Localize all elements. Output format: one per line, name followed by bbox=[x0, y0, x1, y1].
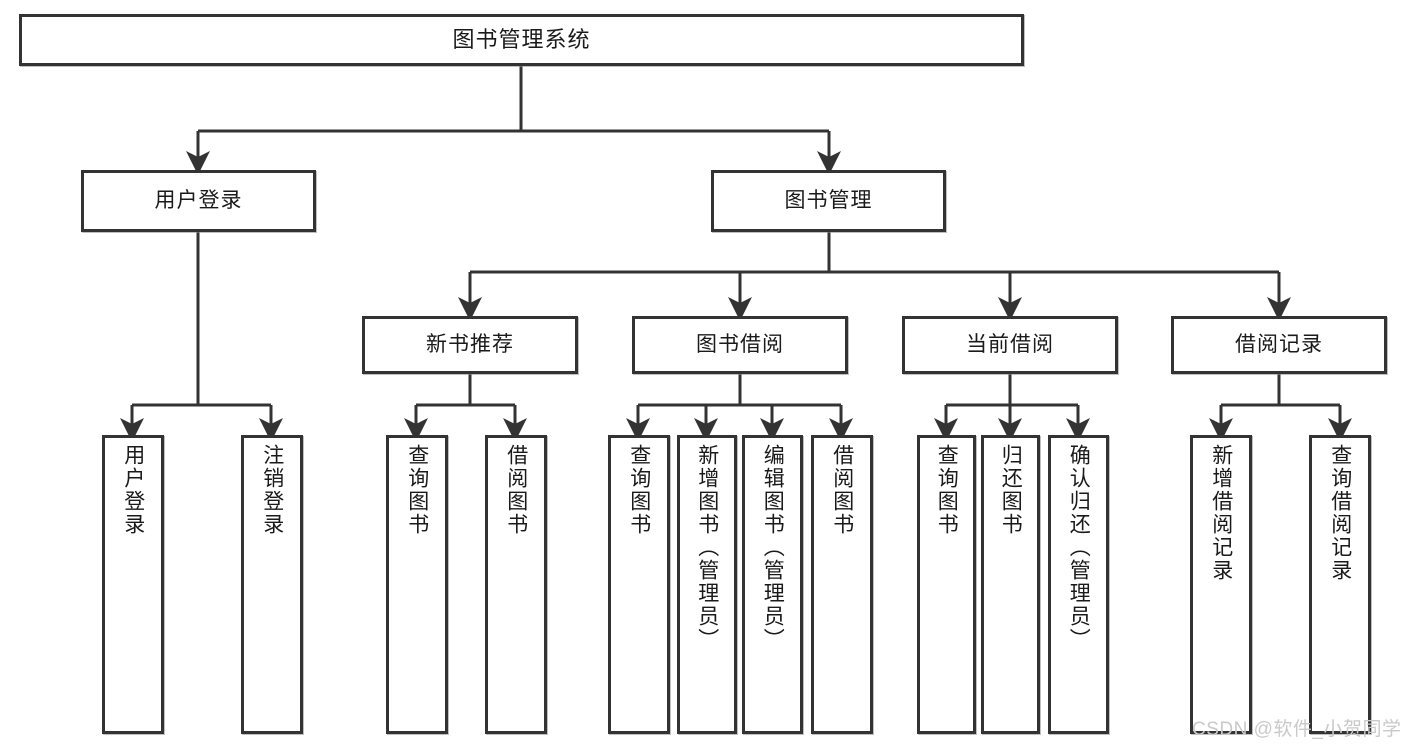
node-label: 编辑图书（管理员） bbox=[761, 444, 785, 651]
node-label: 查询借阅记录 bbox=[1328, 444, 1352, 582]
root-to-level2-connectors bbox=[186, 66, 841, 175]
new-book-to-leaves-connectors bbox=[404, 374, 527, 442]
node-label: 图书管理系统 bbox=[452, 26, 591, 52]
csdn-watermark: CSDN @软件_小贺同学 bbox=[1192, 714, 1401, 741]
node-label: 借阅图书 bbox=[504, 444, 528, 536]
leaf-query-book-recommend[interactable]: 查询图书 bbox=[386, 435, 448, 734]
node-label: 查询图书 bbox=[935, 444, 959, 536]
book-borrow-to-leaves-connectors bbox=[626, 374, 853, 442]
node-label: 图书借阅 bbox=[696, 332, 784, 356]
leaf-return-book[interactable]: 归还图书 bbox=[981, 435, 1040, 734]
node-new-book-recommend[interactable]: 新书推荐 bbox=[362, 316, 578, 374]
leaf-query-book-current[interactable]: 查询图书 bbox=[917, 435, 976, 734]
node-label: 新增图书（管理员） bbox=[695, 444, 719, 651]
watermark-text: CSDN @软件_小贺同学 bbox=[1192, 719, 1402, 740]
node-label: 借阅图书 bbox=[830, 444, 854, 536]
node-label: 用户登录 bbox=[154, 188, 243, 212]
node-borrow-record[interactable]: 借阅记录 bbox=[1171, 316, 1387, 374]
current-borrow-to-leaves-connectors bbox=[934, 374, 1090, 442]
borrow-record-to-leaves-connectors bbox=[1209, 374, 1352, 442]
book-mgmt-to-level3-connectors bbox=[458, 232, 1291, 321]
node-current-borrow[interactable]: 当前借阅 bbox=[902, 316, 1118, 374]
leaf-add-borrow-record[interactable]: 新增借阅记录 bbox=[1190, 435, 1252, 734]
leaf-add-book-admin[interactable]: 新增图书（管理员） bbox=[677, 435, 737, 734]
leaf-borrow-book-recommend[interactable]: 借阅图书 bbox=[485, 435, 547, 734]
node-root-book-management-system[interactable]: 图书管理系统 bbox=[19, 14, 1024, 66]
node-book-management[interactable]: 图书管理 bbox=[711, 170, 946, 232]
node-label: 当前借阅 bbox=[966, 332, 1054, 356]
leaf-logout[interactable]: 注销登录 bbox=[241, 435, 303, 734]
node-label: 注销登录 bbox=[260, 444, 284, 536]
node-label: 新书推荐 bbox=[426, 332, 514, 356]
node-label: 图书管理 bbox=[784, 188, 873, 212]
leaf-edit-book-admin[interactable]: 编辑图书（管理员） bbox=[742, 435, 803, 734]
leaf-user-login[interactable]: 用户登录 bbox=[102, 435, 164, 734]
node-label: 新增借阅记录 bbox=[1209, 444, 1233, 582]
leaf-confirm-return-admin[interactable]: 确认归还（管理员） bbox=[1048, 435, 1109, 734]
node-label: 归还图书 bbox=[999, 444, 1023, 536]
node-label: 用户登录 bbox=[121, 444, 145, 536]
leaf-query-borrow-record[interactable]: 查询借阅记录 bbox=[1309, 435, 1371, 734]
node-label: 查询图书 bbox=[405, 444, 429, 536]
leaf-borrow-book[interactable]: 借阅图书 bbox=[811, 435, 873, 734]
node-label: 借阅记录 bbox=[1235, 332, 1323, 356]
node-book-borrow[interactable]: 图书借阅 bbox=[632, 316, 848, 374]
node-label: 查询图书 bbox=[627, 444, 651, 536]
node-label: 确认归还（管理员） bbox=[1067, 444, 1091, 651]
leaf-query-book-borrow[interactable]: 查询图书 bbox=[608, 435, 670, 734]
node-user-login[interactable]: 用户登录 bbox=[81, 170, 316, 232]
user-login-to-leaves-connectors bbox=[120, 232, 283, 442]
